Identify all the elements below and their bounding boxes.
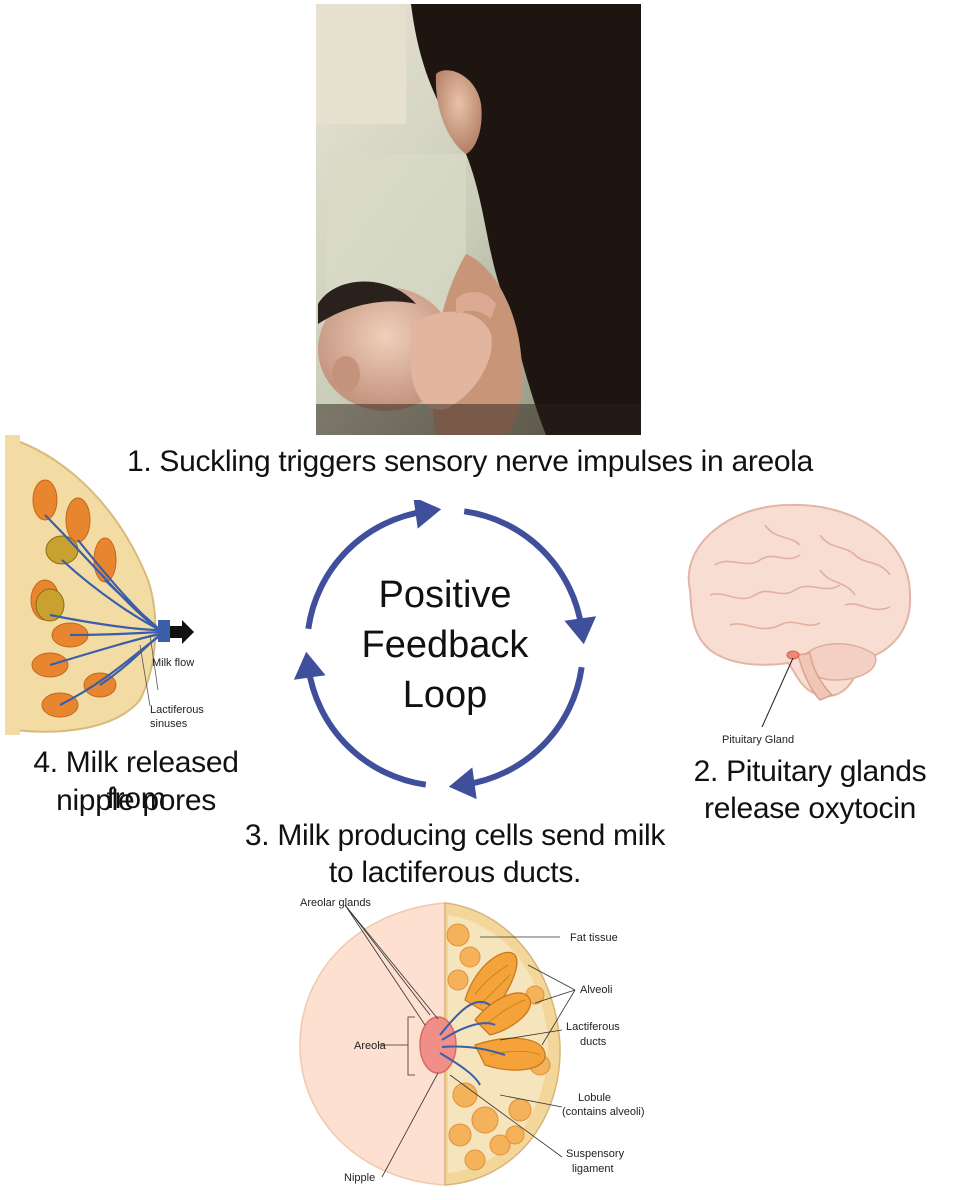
lactiferous-ducts-label-line2: ducts <box>580 1036 607 1048</box>
loop-arc-top-left <box>305 508 427 630</box>
lactiferous-sinuses-label-line1: Lactiferous <box>150 704 204 716</box>
step-3-caption-line1: 3. Milk producing cells send milk <box>244 819 666 852</box>
areola-label: Areola <box>354 1040 386 1052</box>
loop-arrows <box>293 500 597 800</box>
step-2-caption-line1: 2. Pituitary glands <box>693 755 927 788</box>
step-4-caption-line1: 4. Milk released from <box>33 746 239 815</box>
nipple-label: Nipple <box>344 1172 376 1184</box>
step-1-caption: 1. Suckling triggers sensory nerve impul… <box>126 445 814 478</box>
breastfeeding-photo <box>316 4 641 435</box>
breast-anatomy-illustration <box>299 902 576 1186</box>
lobule-label-line1: Lobule <box>578 1092 612 1104</box>
loop-title-line2: Feedback <box>361 624 529 666</box>
step-4-caption-line2: nipple pores <box>56 784 216 817</box>
positive-feedback-loop: Positive Feedback Loop <box>290 500 600 800</box>
loop-title-line3: Loop <box>402 674 488 716</box>
loop-arc-top-right <box>463 508 585 630</box>
lactiferous-sinuses-label-line2: sinuses <box>150 718 188 730</box>
loop-arc-bottom-left <box>305 666 427 788</box>
loop-title-line1: Positive <box>378 574 512 616</box>
loop-arrowhead <box>564 616 597 645</box>
alveoli-label: Alveoli <box>580 984 613 996</box>
loop-arrowhead <box>413 500 442 529</box>
step-2-caption-line2: release oxytocin <box>704 792 916 825</box>
milk-flow-label: Milk flow <box>152 657 195 669</box>
loop-arrowhead <box>293 651 326 680</box>
lactiferous-ducts-label-line1: Lactiferous <box>566 1021 620 1033</box>
brain-illustration <box>687 503 912 728</box>
loop-arc-bottom-right <box>463 666 585 788</box>
loop-arrowhead <box>448 767 477 800</box>
step-3-caption-line2: to lactiferous ducts. <box>328 856 582 889</box>
areolar-glands-label: Areolar glands <box>300 897 371 909</box>
fat-tissue-label: Fat tissue <box>570 932 618 944</box>
pituitary-gland-label: Pituitary Gland <box>722 734 795 746</box>
suspensory-ligament-label-line2: ligament <box>572 1163 614 1175</box>
lobule-label-line2: (contains alveoli) <box>562 1106 645 1118</box>
suspensory-ligament-label-line1: Suspensory <box>566 1148 625 1160</box>
breast-side-illustration <box>5 435 194 735</box>
